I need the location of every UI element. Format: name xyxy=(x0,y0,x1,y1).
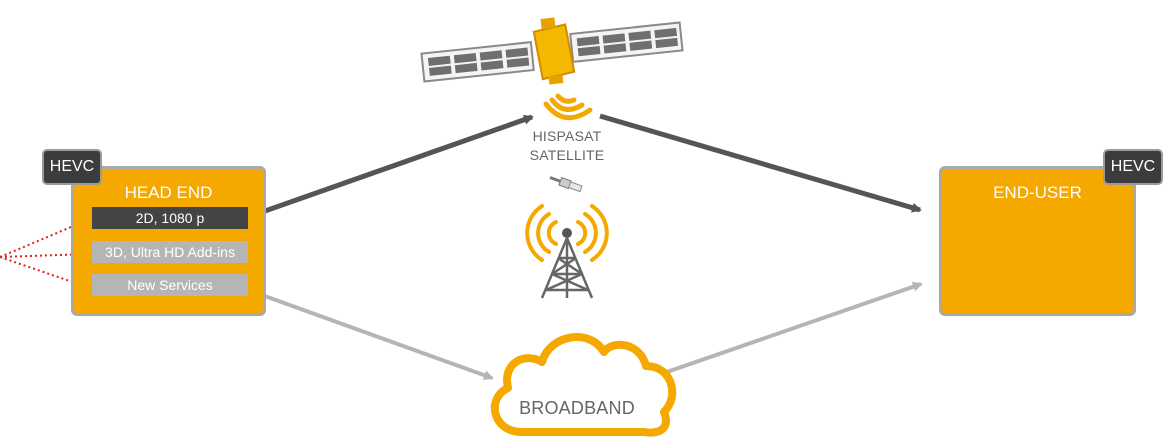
head-end-hevc-badge: HEVC xyxy=(42,149,102,185)
cloud-icon xyxy=(490,333,677,437)
signal-waves-icon xyxy=(543,93,593,121)
satellite-icon xyxy=(420,17,684,85)
broadband-in-arrow xyxy=(663,281,923,375)
satellite-label-line2: SATELLITE xyxy=(529,147,605,163)
row-3d-ultra-hd: 3D, Ultra HD Add-ins xyxy=(92,241,248,263)
row-2d-1080p: 2D, 1080 p xyxy=(92,207,248,229)
antenna-connector-icon xyxy=(549,176,583,193)
broadcast-tower-icon xyxy=(525,204,609,299)
satellite-label-line1: HISPASAT xyxy=(532,128,602,144)
broadband-label: BROADBAND xyxy=(519,398,635,418)
end-user-title: END-USER xyxy=(993,183,1082,202)
head-end-title: HEAD END xyxy=(124,183,213,202)
row-new-services: New Services xyxy=(92,274,248,296)
broadband-out-arrow xyxy=(247,288,494,380)
uplink-arrow xyxy=(247,114,534,220)
end-user-box: END-USER xyxy=(939,166,1136,316)
end-user-hevc-badge: HEVC xyxy=(1103,149,1163,185)
downlink-arrow xyxy=(599,113,922,213)
